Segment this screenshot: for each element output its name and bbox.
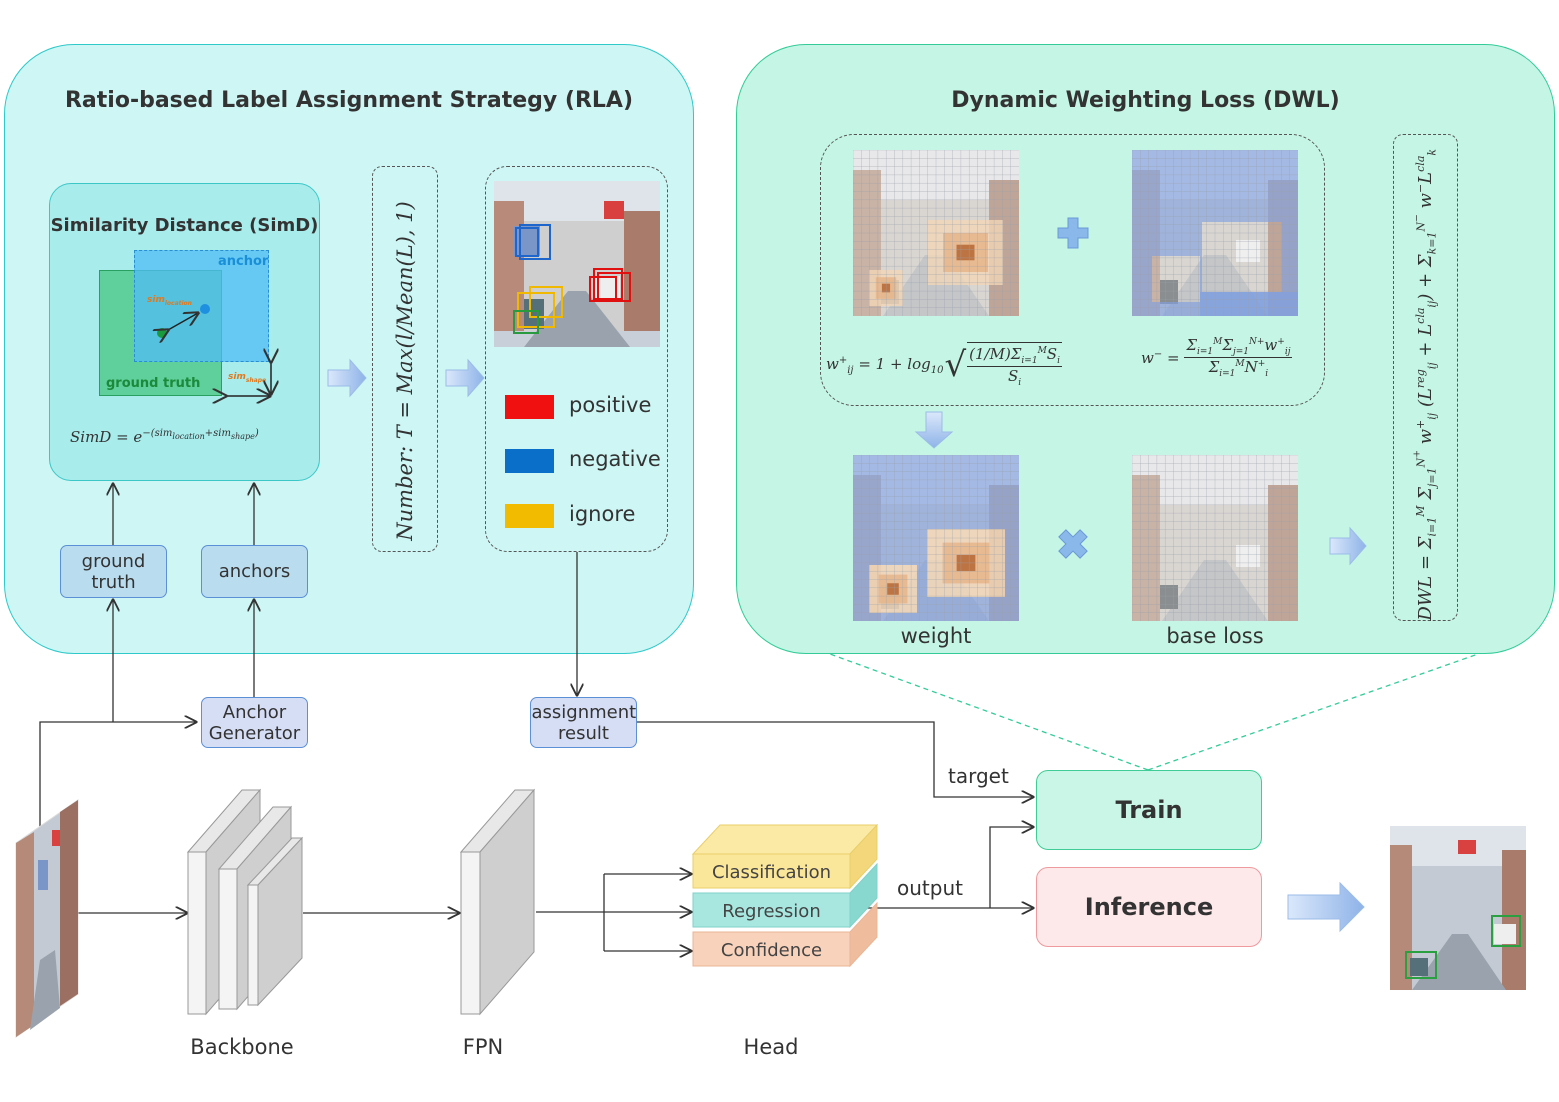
legend-label-ignore: ignore xyxy=(569,502,636,526)
assignment-box xyxy=(485,166,668,552)
backbone-blocks xyxy=(186,788,304,1016)
fpn-block xyxy=(459,788,536,1016)
weight-image xyxy=(852,454,1019,621)
head-regression-label: Regression xyxy=(722,901,821,922)
number-formula-box xyxy=(372,166,438,552)
sim-shape-label: simshape xyxy=(228,372,267,384)
weight-formula-box xyxy=(820,134,1325,406)
base-loss-image xyxy=(1131,454,1298,621)
output-image xyxy=(1390,826,1526,990)
legend-swatch-ignore xyxy=(505,504,554,528)
input-image xyxy=(15,799,79,1038)
anchor-center-dot xyxy=(200,304,210,314)
fat-arrow-2 xyxy=(445,358,485,398)
anchor-label: anchor xyxy=(218,254,269,269)
weight-label: weight xyxy=(900,624,972,648)
rla-title: Ratio-based Label Assignment Strategy (R… xyxy=(64,88,634,113)
assignment-result-node: assignment result xyxy=(530,697,637,748)
multiply-icon xyxy=(1056,527,1090,561)
heatmap-image-top xyxy=(852,149,1019,316)
output-label: output xyxy=(897,876,963,900)
fat-arrow-3 xyxy=(1329,526,1367,566)
target-label: target xyxy=(948,764,1009,788)
simd-title: Similarity Distance (SimD) xyxy=(50,215,319,236)
head-layers xyxy=(691,823,879,968)
w-minus-formula: w− = Σi=1MΣj=1N+w+ij Σi=1MN+i xyxy=(1141,336,1293,379)
simd-formula: SimD = e−(simlocation+simshape) xyxy=(70,428,259,446)
head-label: Head xyxy=(743,1035,799,1059)
backbone-label: Backbone xyxy=(190,1035,294,1059)
ground-truth-label: ground truth xyxy=(106,376,201,391)
ground-truth-node: ground truth xyxy=(60,545,167,598)
fat-arrow-1 xyxy=(327,358,367,398)
dwl-formula-box xyxy=(1393,134,1458,621)
legend-label-positive: positive xyxy=(569,393,652,417)
anchor-generator-node: Anchor Generator xyxy=(201,697,308,748)
anchor-box xyxy=(134,250,269,362)
fpn-label: FPN xyxy=(462,1035,504,1059)
fat-arrow-down xyxy=(914,411,954,449)
w-plus-formula: w+ij = 1 + log10 √ (1/M)Σi=1MSi Si xyxy=(826,342,1062,388)
plus-icon xyxy=(1056,216,1090,250)
train-box: Train xyxy=(1036,770,1262,850)
head-classification-label: Classification xyxy=(711,862,832,883)
gt-center-dot xyxy=(157,328,167,338)
legend-swatch-negative xyxy=(505,449,554,473)
base-loss-label: base loss xyxy=(1166,624,1264,648)
inference-box: Inference xyxy=(1036,867,1262,947)
anchors-node: anchors xyxy=(201,545,308,598)
sim-location-label: simlocation xyxy=(147,295,192,307)
legend-label-negative: negative xyxy=(569,447,661,471)
negative-mask-image xyxy=(1131,149,1298,316)
street-image-assignment xyxy=(494,181,660,347)
dwl-title: Dynamic Weighting Loss (DWL) xyxy=(951,88,1340,113)
fat-arrow-output xyxy=(1287,881,1365,933)
legend-swatch-positive xyxy=(505,395,554,419)
head-confidence-label: Confidence xyxy=(720,940,823,961)
